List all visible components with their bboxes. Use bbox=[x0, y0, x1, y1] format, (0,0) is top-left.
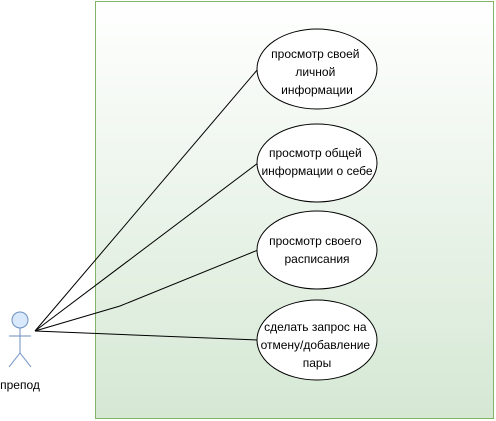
use-case-1[interactable]: просмотр своей личной информации bbox=[256, 28, 378, 110]
association-line-2[interactable] bbox=[34, 162, 259, 332]
use-case-label-line: просмотр общей bbox=[269, 146, 362, 160]
use-case-ellipse[interactable] bbox=[256, 299, 378, 381]
use-case-label-line: личной bbox=[295, 65, 335, 79]
use-case-label: просмотр общей информации о себе bbox=[261, 146, 372, 178]
actor-right-leg bbox=[19, 352, 32, 368]
use-case-label-line: информации bbox=[281, 83, 353, 97]
association-line-1[interactable] bbox=[34, 68, 259, 332]
use-case-label-line: отмену/добавление bbox=[261, 338, 371, 352]
actor-figure[interactable] bbox=[8, 311, 32, 368]
use-case-label-line: пары bbox=[303, 356, 331, 370]
use-case-4[interactable]: сделать запрос на отмену/добавление пары bbox=[256, 299, 378, 381]
association-lines bbox=[34, 68, 259, 341]
use-case-label: просмотр своей личной информации bbox=[271, 47, 363, 97]
use-case-3[interactable]: просмотр своего расписания bbox=[256, 210, 378, 290]
association-line-3[interactable] bbox=[34, 249, 259, 332]
use-case-ellipse[interactable] bbox=[256, 28, 378, 110]
use-case-label-line: расписания bbox=[284, 252, 349, 266]
use-case-label-line: информации о себе bbox=[261, 164, 372, 178]
use-case-label: просмотр своего расписания bbox=[269, 234, 365, 266]
use-case-label-line: сделать запрос на bbox=[264, 320, 367, 334]
use-case-ellipse[interactable] bbox=[256, 210, 378, 290]
use-case-ellipse[interactable] bbox=[256, 123, 378, 203]
use-case-label: сделать запрос на отмену/добавление пары bbox=[261, 320, 374, 370]
use-case-label-line: просмотр своего bbox=[269, 234, 362, 248]
use-case-2[interactable]: просмотр общей информации о себе bbox=[256, 123, 378, 203]
actor-left-leg bbox=[8, 352, 21, 368]
use-case-label-line: просмотр своей bbox=[271, 47, 359, 61]
actor-label: препод bbox=[0, 378, 40, 392]
association-line-4[interactable] bbox=[34, 330, 259, 341]
actor-head bbox=[11, 311, 29, 329]
